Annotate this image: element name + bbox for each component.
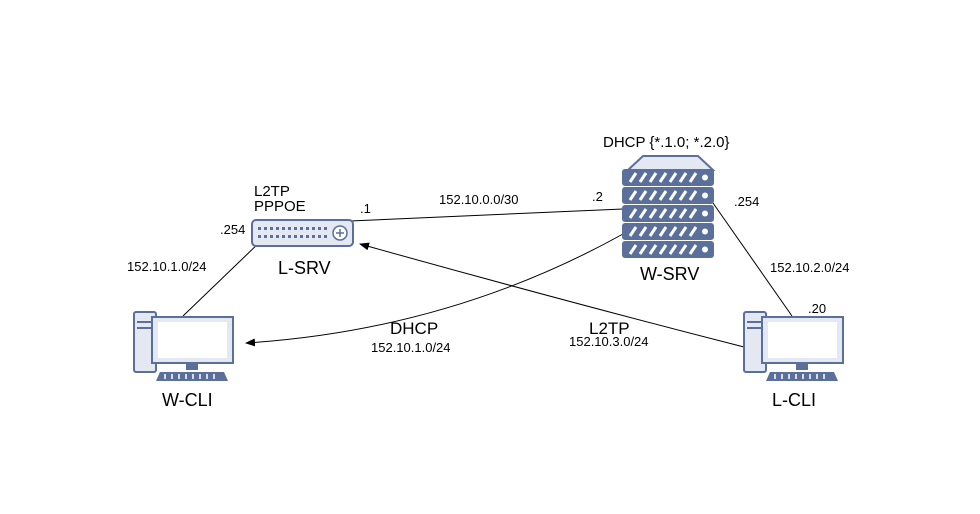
l-srv-protocol-label: PPPOE (254, 198, 306, 215)
l2tp-flow-subnet: 152.10.3.0/24 (569, 334, 649, 349)
link-w-srv-l-cli (712, 202, 793, 317)
server-icon (622, 155, 716, 258)
w-cli-link-subnet: 152.10.1.0/24 (127, 259, 207, 274)
dhcp-flow-subnet: 152.10.1.0/24 (371, 340, 451, 355)
router-icon (251, 219, 354, 247)
workstation-icon (133, 311, 234, 381)
w-srv-node-label: W-SRV (640, 264, 700, 284)
l-cli-address: .20 (808, 301, 827, 316)
l-srv-node-label: L-SRV (278, 258, 331, 278)
w-srv-lan-address: .254 (734, 194, 760, 209)
l2tp-flow-arrow (359, 242, 745, 348)
dhcp-flow-label: DHCP (390, 319, 439, 338)
link-w-cli-l-srv (182, 239, 263, 317)
l-cli-link-subnet: 152.10.2.0/24 (770, 260, 850, 275)
w-srv-uplink-address: .2 (592, 189, 603, 204)
l2tp-flow-label: L2TP (589, 319, 630, 338)
srv-link-subnet: 152.10.0.0/30 (439, 192, 519, 207)
l-srv-uplink-address: .1 (360, 201, 371, 216)
l-srv-protocol-label: L2TP (254, 183, 290, 200)
link-l-srv-w-srv (349, 208, 624, 222)
l-cli-node-label: L-CLI (772, 390, 817, 410)
dhcp-flow-arrow (245, 233, 624, 347)
l-srv-lan-address: .254 (220, 222, 246, 237)
w-cli-node-label: W-CLI (162, 390, 213, 410)
workstation-icon (743, 311, 844, 381)
w-srv-dhcp-scope-label: DHCP {*.1.0; *.2.0} (603, 134, 730, 151)
